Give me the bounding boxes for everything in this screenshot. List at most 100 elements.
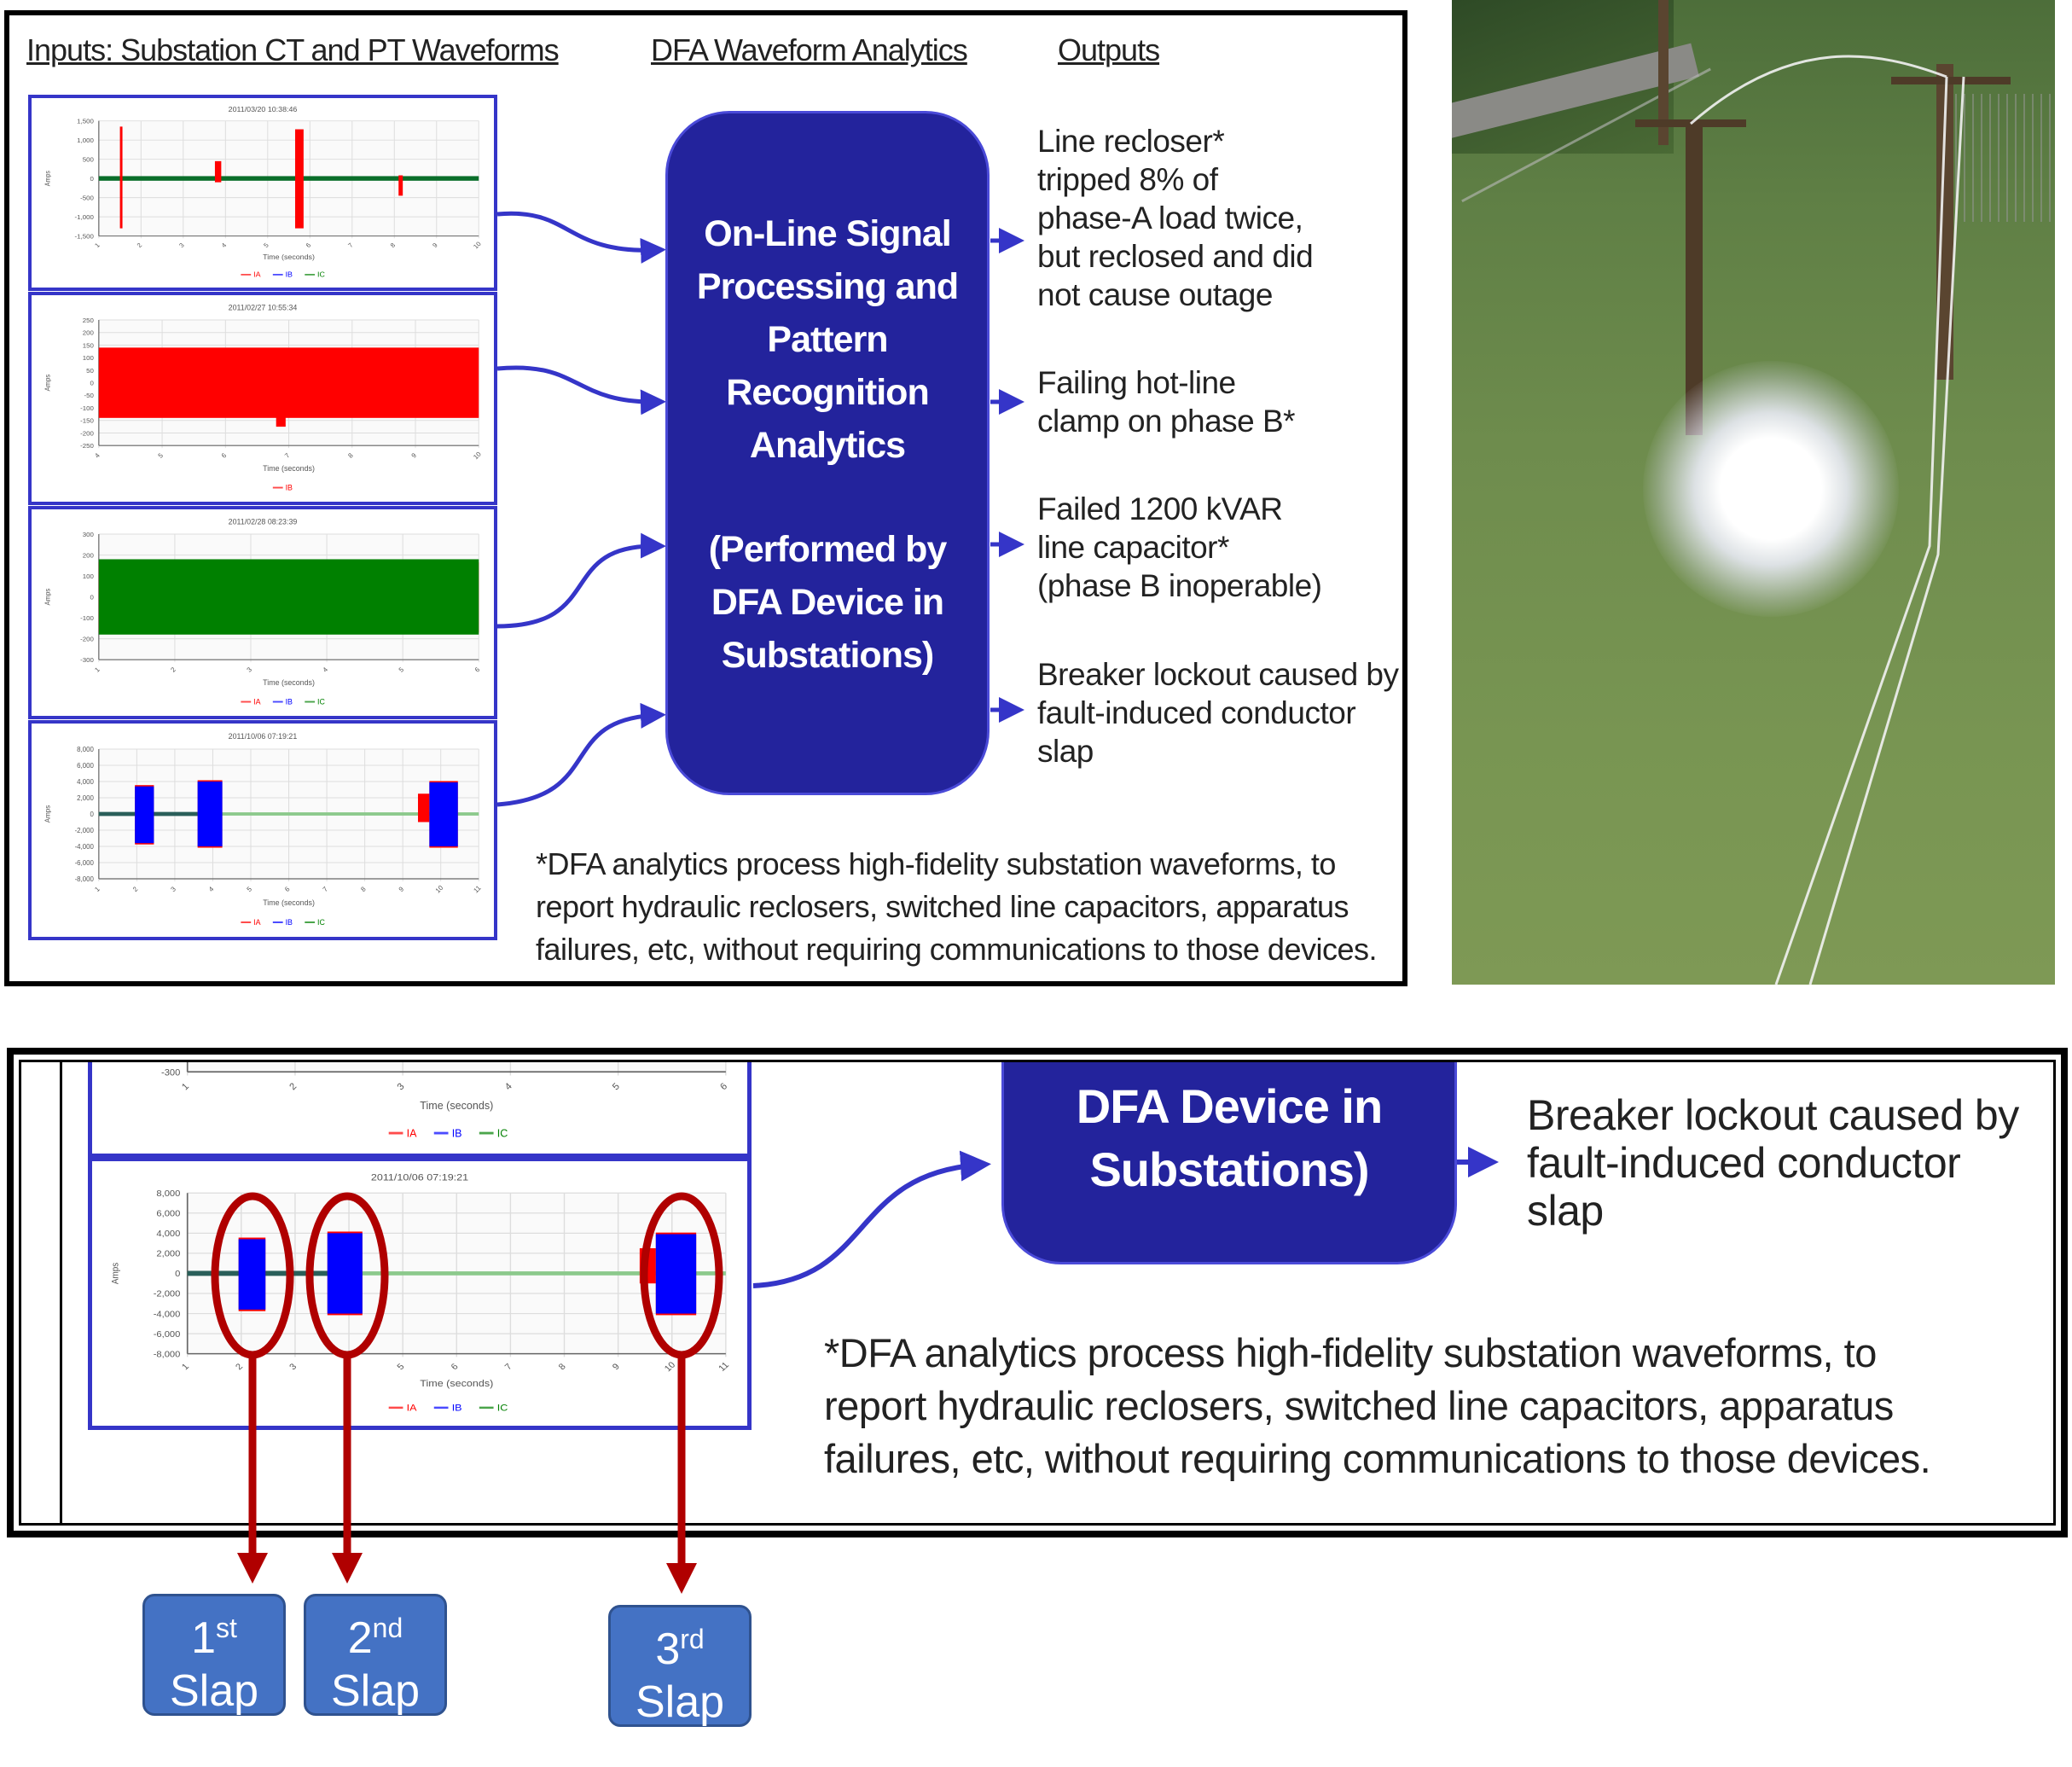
x-tick-label: 5 bbox=[395, 1362, 406, 1372]
chart-svg: 2011/02/28 08:23:39-300-200-100010020030… bbox=[44, 517, 482, 706]
x-tick-label: 4 bbox=[220, 241, 229, 249]
x-tick-label: 6 bbox=[718, 1081, 729, 1092]
x-tick-label: 9 bbox=[398, 885, 406, 893]
waveform-burst bbox=[294, 129, 304, 229]
x-tick-label: 5 bbox=[398, 666, 406, 674]
output-recloser: Line recloser* tripped 8% of phase-A loa… bbox=[1037, 124, 1314, 312]
y-tick-label: 0 bbox=[90, 811, 95, 818]
x-tick-label: 9 bbox=[431, 241, 439, 249]
y-tick-label: -100 bbox=[80, 404, 94, 412]
x-tick-label: 6 bbox=[449, 1362, 460, 1372]
legend-label: IB bbox=[286, 918, 293, 927]
x-tick-label: 7 bbox=[346, 241, 355, 249]
chart-svg: 2011/02/27 10:55:34-250-200-150-100-5005… bbox=[44, 303, 484, 492]
slap-label-3: 3rd Slap bbox=[608, 1605, 752, 1727]
legend-label: IC bbox=[497, 1402, 508, 1413]
y-tick-label: 200 bbox=[83, 552, 95, 560]
y-tick-label: -500 bbox=[80, 195, 94, 202]
y-tick-label: -6,000 bbox=[75, 859, 95, 867]
arc-flash-glow bbox=[1643, 361, 1899, 617]
y-tick-label: -300 bbox=[80, 656, 94, 664]
connector-arrow bbox=[496, 365, 666, 416]
y-tick-label: -4,000 bbox=[75, 843, 95, 851]
y-tick-label: -200 bbox=[80, 636, 94, 643]
slap-ordinal: nd bbox=[372, 1613, 403, 1643]
y-tick-label: 4,000 bbox=[77, 778, 94, 786]
legend-label: IB bbox=[286, 484, 293, 492]
y-tick-label: -50 bbox=[84, 392, 95, 399]
y-tick-label: -6,000 bbox=[154, 1329, 181, 1339]
utility-pole bbox=[1658, 0, 1669, 145]
chart-svg: 2011/03/20 10:38:46-1,500-1,000-50005001… bbox=[44, 105, 483, 278]
y-axis-label: Amps bbox=[44, 171, 51, 186]
y-tick-label: -8,000 bbox=[154, 1350, 181, 1359]
y-tick-label: 1,000 bbox=[77, 137, 94, 144]
y-tick-label: -200 bbox=[80, 429, 94, 437]
waveform-burst bbox=[429, 782, 458, 846]
waveform-burst bbox=[417, 793, 430, 822]
y-axis-label: Amps bbox=[44, 375, 52, 392]
chart-svg: 2011/10/06 07:19:21-8,000-6,000-4,000-2,… bbox=[110, 1171, 731, 1413]
y-tick-label: 50 bbox=[86, 367, 94, 375]
y-tick-label: 500 bbox=[83, 156, 94, 164]
panel-edge bbox=[21, 1062, 62, 1523]
waveform-burst bbox=[238, 1239, 266, 1310]
x-tick-label: 1 bbox=[93, 241, 102, 249]
legend-label: IA bbox=[407, 1402, 417, 1413]
x-tick-label: 3 bbox=[245, 666, 253, 673]
legend-label: IB bbox=[452, 1402, 462, 1413]
x-tick-label: 8 bbox=[346, 451, 355, 459]
chart-svg: 2011/10/06 07:19:21-8,000-6,000-4,000-2,… bbox=[44, 732, 483, 927]
slap-word: Slap bbox=[635, 1677, 725, 1727]
y-tick-label: 250 bbox=[83, 317, 95, 324]
slap-number: 3 bbox=[655, 1625, 681, 1674]
x-tick-label: 1 bbox=[180, 1362, 191, 1372]
utility-pole bbox=[1936, 64, 1953, 380]
y-tick-label: -150 bbox=[80, 417, 94, 425]
y-tick-label: 300 bbox=[83, 531, 95, 538]
utility-pole bbox=[1686, 119, 1703, 435]
y-tick-label: 6,000 bbox=[77, 762, 94, 770]
y-tick-label: 100 bbox=[83, 573, 95, 580]
x-tick-label: 10 bbox=[434, 883, 445, 894]
baseline-trace bbox=[98, 811, 213, 817]
inputs-heading: Inputs: Substation CT and PT Waveforms bbox=[26, 32, 560, 67]
analytics-box-title: On-Line Signal Processing and Pattern Re… bbox=[696, 213, 959, 466]
waveform-chart-conductor-slap: 2011/10/06 07:19:21-8,000-6,000-4,000-2,… bbox=[28, 720, 497, 940]
x-tick-label: 6 bbox=[283, 885, 292, 893]
x-axis-label: Time (seconds) bbox=[263, 253, 315, 261]
y-axis-label: Amps bbox=[44, 589, 52, 606]
analytics-box-subtitle: (Performed by DFA Device in Substations) bbox=[708, 529, 948, 676]
legend-label: IC bbox=[317, 918, 325, 927]
outputs-heading: Outputs bbox=[1058, 32, 1160, 67]
y-tick-label: -2,000 bbox=[75, 827, 95, 834]
waveform-burst bbox=[655, 1234, 697, 1314]
legend-label: IB bbox=[286, 698, 293, 706]
y-tick-label: 100 bbox=[83, 354, 95, 362]
legend-label: IC bbox=[317, 698, 325, 706]
y-tick-label: -1,500 bbox=[75, 233, 94, 241]
x-tick-label: 5 bbox=[262, 241, 270, 249]
waveform-burst bbox=[119, 126, 123, 229]
footnote: *DFA analytics process high-fidelity sub… bbox=[824, 1330, 1931, 1481]
x-tick-label: 2 bbox=[169, 666, 177, 673]
x-tick-label: 2 bbox=[136, 241, 144, 249]
zoomed-slap-panel: 2011/02/28 08:23:39-300-200-100010020030… bbox=[7, 1048, 2068, 1537]
connector-arrow bbox=[496, 702, 666, 807]
waveform-burst bbox=[398, 175, 403, 196]
y-tick-label: 1,500 bbox=[77, 118, 94, 125]
waveform-burst bbox=[327, 1233, 363, 1314]
x-tick-label: 3 bbox=[396, 1081, 407, 1092]
x-tick-label: 5 bbox=[246, 885, 254, 893]
substation-fence bbox=[1947, 94, 2055, 222]
y-tick-label: 8,000 bbox=[156, 1189, 180, 1198]
y-tick-label: 8,000 bbox=[77, 746, 94, 753]
waveform-burst bbox=[639, 1247, 656, 1284]
x-axis-label: Time (seconds) bbox=[420, 1378, 493, 1389]
x-tick-label: 4 bbox=[503, 1081, 514, 1092]
x-tick-label: 7 bbox=[502, 1362, 514, 1372]
slap-number: 2 bbox=[347, 1613, 373, 1663]
slap-word: Slap bbox=[330, 1666, 421, 1716]
chart-svg: 2011/02/28 08:23:39-300-200-100010020030… bbox=[161, 1062, 729, 1139]
